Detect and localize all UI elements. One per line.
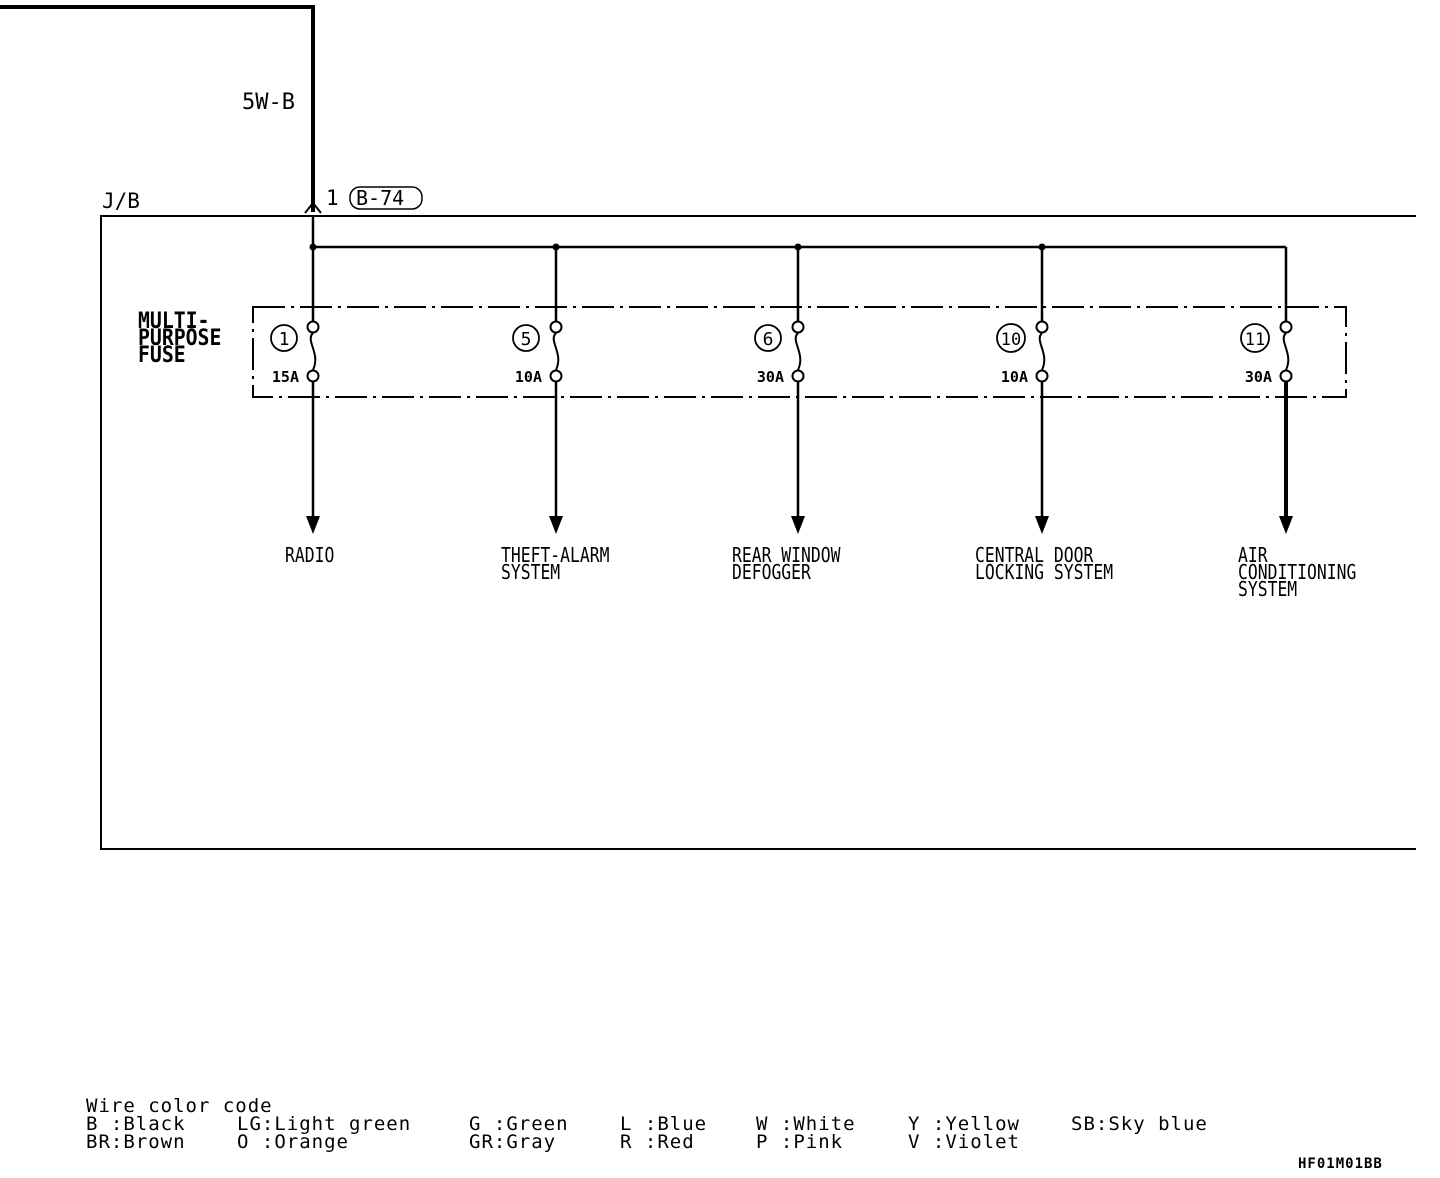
fuse-block-label-line: PURPOSE [138,325,221,350]
connector-id-box [349,186,423,210]
fuse-element [1038,332,1046,371]
legend-entry: B :Black [86,1113,186,1135]
fuse-element [309,332,317,371]
fuse-branch: 11 30A AIR CONDITIONING SYSTEM [1238,247,1366,602]
fuse-number: 1 [279,329,290,350]
legend-entry: R :Red [620,1131,695,1153]
fuse-terminal-top [306,320,320,334]
fuse-terminal-top [1279,320,1293,334]
fuse-terminal-bottom [549,369,563,383]
fuse-block-label: MULTI- PURPOSE FUSE [138,308,233,367]
legend-entry: L :Blue [620,1113,708,1135]
legend-entry: G :Green [469,1113,569,1135]
load-label-line: LOCKING SYSTEM [975,562,1113,585]
fuse-number-circle [270,324,298,352]
load-label: THEFT-ALARM SYSTEM [501,545,619,585]
fuse-branch: 6 30A REAR WINDOW DEFOGGER [732,243,850,585]
fuse-branch: 5 10A THEFT-ALARM SYSTEM [501,243,619,585]
legend-entry: Y :Yellow [908,1113,1020,1135]
legend-entry: BR:Brown [86,1131,186,1153]
connector-marker [304,201,322,214]
fuse-number: 6 [763,329,774,350]
fuse-branch: 10 10A CENTRAL DOOR LOCKING SYSTEM [975,243,1113,585]
fuse-terminal-bottom [1035,369,1049,383]
supply-wire [0,5,315,212]
fuse-terminal-bottom [791,369,805,383]
output-arrow [549,516,563,534]
legend-entry: O :Orange [237,1131,349,1153]
fuse-number-circle [512,324,540,352]
legend-entry: GR:Gray [469,1131,557,1153]
load-label-line: THEFT-ALARM [501,545,609,568]
fuse-block-outline [252,306,1347,398]
fuse-rating: 15A [272,368,299,386]
figure-code: HF01M01BB [1298,1156,1383,1172]
fuse-rating: 10A [1001,368,1028,386]
fuse-element [794,332,802,371]
output-arrow [1035,516,1049,534]
fuse-branch: 1 15A RADIO [270,243,334,568]
load-label-line: DEFOGGER [732,562,811,585]
fuse-rating: 30A [1245,368,1272,386]
connector-pin: 1 [326,186,339,210]
load-label: RADIO [285,545,334,568]
load-label-line: CENTRAL DOOR [975,545,1093,568]
fuse-rating: 30A [757,368,784,386]
legend-entry: V :Violet [908,1131,1020,1153]
fuse-terminal-bottom [1279,369,1293,383]
fuse-terminal-top [1035,320,1049,334]
legend-title: Wire color code [86,1095,273,1117]
output-arrow [306,516,320,534]
load-label-line: AIR [1238,545,1268,568]
fuse-terminal-top [549,320,563,334]
load-label-line: SYSTEM [501,562,560,585]
load-label-line: RADIO [285,545,334,568]
legend-entry: P :Pink [756,1131,844,1153]
load-label-line: CONDITIONING [1238,562,1356,585]
load-label-line: REAR WINDOW [732,545,840,568]
output-arrow [791,516,805,534]
fuse-number-circle [996,323,1026,353]
legend-entry: SB:Sky blue [1071,1113,1208,1135]
legend-entry: LG:Light green [237,1113,412,1135]
load-label: AIR CONDITIONING SYSTEM [1238,545,1366,602]
fuse-terminal-bottom [306,369,320,383]
load-label: CENTRAL DOOR LOCKING SYSTEM [975,545,1113,585]
fuse-number: 11 [1245,330,1265,350]
fuse-number-circle [1240,323,1270,353]
fuse-element [1282,332,1290,371]
fuse-number-circle [754,324,782,352]
fuse-number: 5 [521,329,532,350]
fuse-block-label-line: MULTI- [138,308,209,333]
connector-id: B-74 [356,186,404,210]
wire-label: 5W-B [242,90,295,115]
legend-entry: W :White [756,1113,856,1135]
fuse-rating: 10A [515,368,542,386]
output-arrow [1279,516,1293,534]
junction-block-outline [100,215,1416,850]
load-label-line: SYSTEM [1238,579,1297,602]
junction-block-label: J/B [102,189,140,213]
fuse-block-label-line: FUSE [138,342,186,367]
fuse-number: 10 [1001,330,1021,350]
fuse-element [552,332,560,371]
fuse-terminal-top [791,320,805,334]
load-label: REAR WINDOW DEFOGGER [732,545,850,585]
